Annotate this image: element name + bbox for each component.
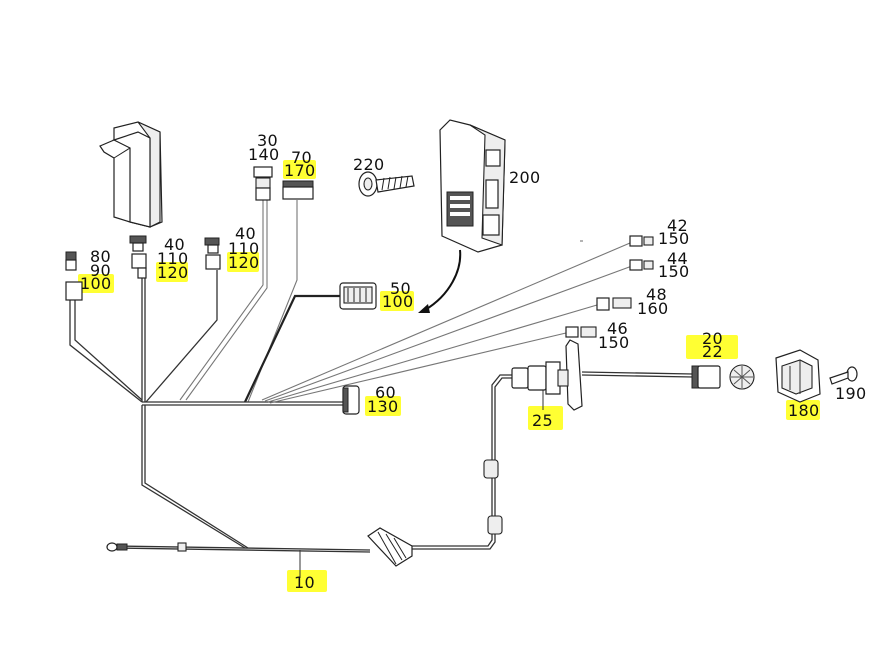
label-120-mid: 120	[228, 253, 259, 272]
cap-180	[775, 349, 821, 403]
label-190: 190	[835, 384, 866, 403]
highlight-25	[528, 406, 563, 430]
label-60: 60	[375, 383, 396, 402]
highlight-20-22	[686, 335, 738, 359]
label-100-left: 100	[80, 274, 111, 293]
label-90: 90	[90, 261, 111, 280]
label-150-a: 150	[658, 229, 689, 248]
label-110-left: 110	[157, 249, 188, 268]
label-70: 70	[291, 148, 312, 167]
label-180: 180	[788, 401, 819, 420]
label-100-connector: 100	[382, 292, 413, 311]
highlight-120-left	[156, 262, 188, 282]
screw-190	[829, 366, 858, 385]
harness-wires	[69, 200, 694, 578]
label-20: 20	[702, 329, 723, 348]
label-10: 10	[294, 573, 315, 592]
label-40-mid: 40	[235, 224, 256, 243]
highlight-100-left	[78, 274, 114, 293]
label-50: 50	[390, 279, 411, 298]
label-200: 200	[509, 168, 540, 187]
connector-40-110-120-left	[129, 235, 147, 279]
mounting-bracket	[99, 121, 163, 228]
label-120-left: 120	[157, 263, 188, 282]
connector-50-100	[339, 282, 377, 310]
label-25: 25	[532, 411, 553, 430]
label-220: 220	[353, 155, 384, 174]
label-150-c: 150	[598, 333, 629, 352]
label-130: 130	[367, 397, 398, 416]
control-unit-200	[439, 119, 506, 253]
ring-terminal	[106, 542, 187, 552]
label-22: 22	[702, 342, 723, 361]
label-42: 42	[667, 216, 688, 235]
mounting-arrow	[418, 249, 462, 313]
highlight-180	[786, 400, 820, 420]
label-160: 160	[637, 299, 668, 318]
connector-40-110-120-mid	[204, 237, 221, 270]
label-30: 30	[257, 131, 278, 150]
highlight-170	[283, 160, 316, 179]
highlight-100-connector	[380, 291, 414, 311]
label-140: 140	[248, 145, 279, 164]
grommet	[367, 527, 413, 567]
screw-220	[358, 171, 415, 197]
highlight-130	[365, 396, 401, 416]
highlights	[78, 160, 820, 592]
socket-housing-25	[511, 339, 583, 411]
label-80: 80	[90, 247, 111, 266]
label-150-b: 150	[658, 262, 689, 281]
connector-80-90-100	[65, 251, 83, 301]
terminals-top	[253, 166, 314, 201]
label-44: 44	[667, 249, 688, 268]
label-110-mid: 110	[228, 239, 259, 258]
cable-clips	[483, 459, 503, 535]
label-170: 170	[284, 161, 315, 180]
label-46: 46	[607, 319, 628, 338]
highlight-10	[287, 570, 327, 592]
socket-20-22	[691, 364, 755, 390]
highlight-120-mid	[227, 252, 259, 272]
label-40-left: 40	[164, 235, 185, 254]
label-48: 48	[646, 285, 667, 304]
part-labels: 30 140 70 170 220 200 40 110 120 40 110 …	[80, 131, 866, 592]
sensor-connectors	[565, 235, 654, 338]
connector-60-130	[342, 385, 360, 415]
